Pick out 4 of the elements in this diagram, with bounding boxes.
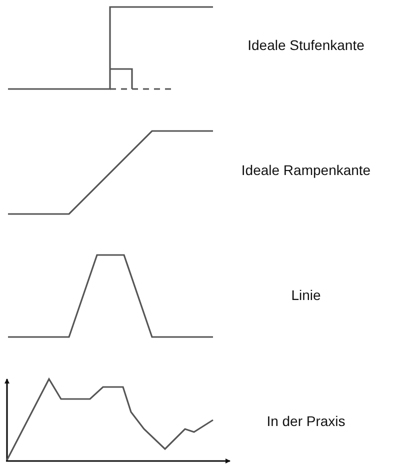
profile-label: Linie [291,287,321,303]
profile-label: In der Praxis [266,413,346,429]
profile-label: Ideale Rampenkante [241,162,371,178]
profile-label: Ideale Stufenkante [248,37,364,53]
